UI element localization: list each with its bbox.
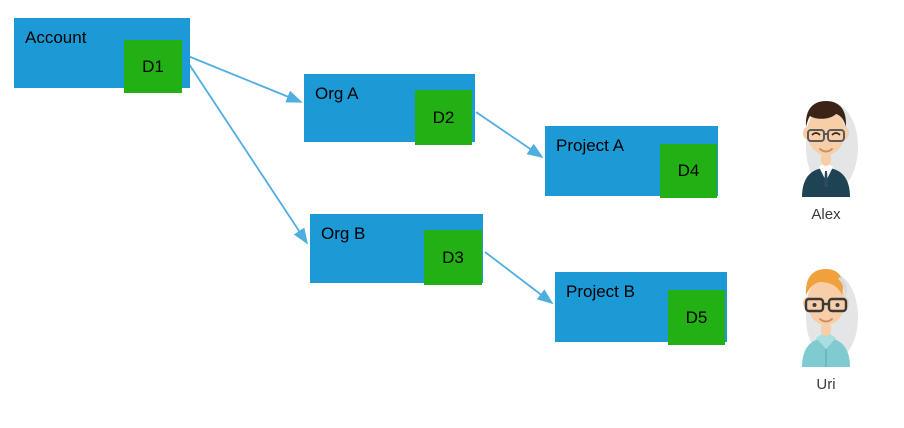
badge-d2-label: D2 (432, 107, 455, 127)
badge-d2[interactable]: D2 (415, 90, 472, 145)
node-project-a-label: Project A (556, 136, 625, 155)
person-uri-name: Uri (816, 376, 836, 393)
badge-d3-label: D3 (442, 247, 464, 267)
person-alex[interactable]: Alex (780, 95, 872, 224)
badge-d4-label: D4 (677, 161, 700, 180)
badge-d4[interactable]: D4 (660, 144, 717, 198)
avatar-uri-icon (792, 265, 860, 367)
person-uri[interactable]: Uri (780, 265, 872, 394)
node-org-a-label: Org A (315, 84, 359, 103)
node-org-b-label: Org B (321, 224, 366, 243)
node-org-b[interactable]: Org B D3 (310, 214, 483, 285)
node-project-a[interactable]: Project A D4 (545, 126, 718, 198)
person-alex-name: Alex (811, 206, 841, 223)
avatar-alex-icon (792, 95, 860, 197)
badge-d5[interactable]: D5 (668, 290, 725, 345)
node-project-b-label: Project B (566, 282, 635, 301)
node-account[interactable]: Account D1 (14, 18, 190, 93)
badge-d5-label: D5 (685, 307, 708, 327)
node-account-label: Account (25, 28, 87, 47)
badge-d3[interactable]: D3 (424, 230, 482, 285)
org-b-to-project-b (484, 251, 554, 305)
org-a-to-project-a (475, 111, 544, 159)
account-to-org-a (182, 53, 303, 103)
account-to-org-b (182, 54, 308, 245)
badge-d1-label: D1 (142, 56, 164, 76)
badge-d1[interactable]: D1 (124, 40, 182, 93)
node-project-b[interactable]: Project B D5 (555, 272, 727, 345)
node-org-a[interactable]: Org A D2 (304, 74, 475, 145)
